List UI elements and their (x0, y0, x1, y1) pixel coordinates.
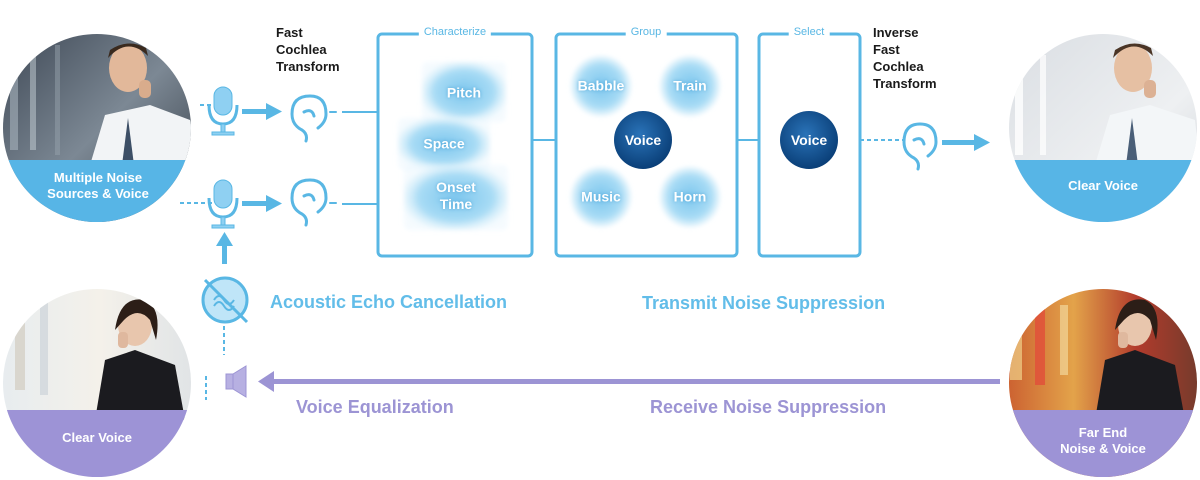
receive-noise-suppression-label: Receive Noise Suppression (650, 397, 887, 417)
photo-label-far-end: Far End Noise & Voice (1060, 425, 1146, 457)
ear-icon (290, 94, 337, 143)
photo-clear-voice-receive (3, 289, 191, 477)
group-item-train: Train (673, 77, 707, 94)
ifct-label-line: Inverse (873, 25, 919, 40)
voice-equalization-label: Voice Equalization (296, 397, 454, 417)
section-title-select: Select (788, 26, 830, 38)
signal-lines-top (180, 104, 905, 205)
fct-label-line: Cochlea (276, 42, 327, 57)
section-title-group: Group (625, 26, 667, 38)
acoustic-echo-cancellation-label: Acoustic Echo Cancellation (270, 292, 508, 312)
microphone-icon (207, 86, 239, 136)
group-voice-node: Voice (624, 132, 662, 148)
transmit-noise-suppression-label: Transmit Noise Suppression (642, 293, 886, 313)
photo-clear-voice-transmit (1009, 34, 1197, 222)
ear-icon (290, 178, 337, 227)
group-item-babble: Babble (577, 77, 625, 94)
ifct-label-line: Fast (873, 42, 900, 57)
characterize-box (376, 32, 534, 258)
echo-cancel-icon (201, 276, 249, 324)
photo-label-clear-voice-top: Clear Voice (1068, 178, 1138, 193)
fct-label-line: Fast (276, 25, 303, 40)
characteristic-pitch: Pitch (446, 84, 482, 101)
photo-label-multiple-noise: Multiple Noise Sources & Voice (47, 170, 149, 202)
microphone-icon (207, 179, 239, 229)
arrows-top (216, 103, 990, 264)
photo-label-clear-voice-bottom: Clear Voice (62, 430, 132, 445)
photo-label-line: Multiple Noise (53, 170, 143, 185)
section-title-characterize: Characterize (418, 26, 492, 38)
fct-label-line: Transform (276, 59, 340, 74)
receive-arrow (258, 371, 1000, 392)
characteristic-space: Space (423, 135, 465, 152)
photo-label-line: Sources & Voice (47, 186, 149, 201)
select-voice-node: Voice (790, 132, 828, 148)
ifct-label: Inverse Fast Cochlea Transform (873, 24, 937, 92)
group-item-music: Music (581, 188, 621, 205)
group-item-horn: Horn (673, 188, 707, 205)
ifct-label-line: Cochlea (873, 59, 924, 74)
fct-label: Fast Cochlea Transform (276, 24, 340, 75)
ear-icon (902, 122, 938, 171)
dashed-connector-aec (205, 326, 225, 400)
ifct-label-line: Transform (873, 76, 937, 91)
photo-label-line: Far End (1078, 425, 1128, 440)
group-box (554, 32, 739, 258)
characteristic-onset-time: Onset Time (436, 179, 476, 212)
photo-label-line: Noise & Voice (1060, 441, 1146, 456)
speaker-icon (225, 365, 247, 398)
